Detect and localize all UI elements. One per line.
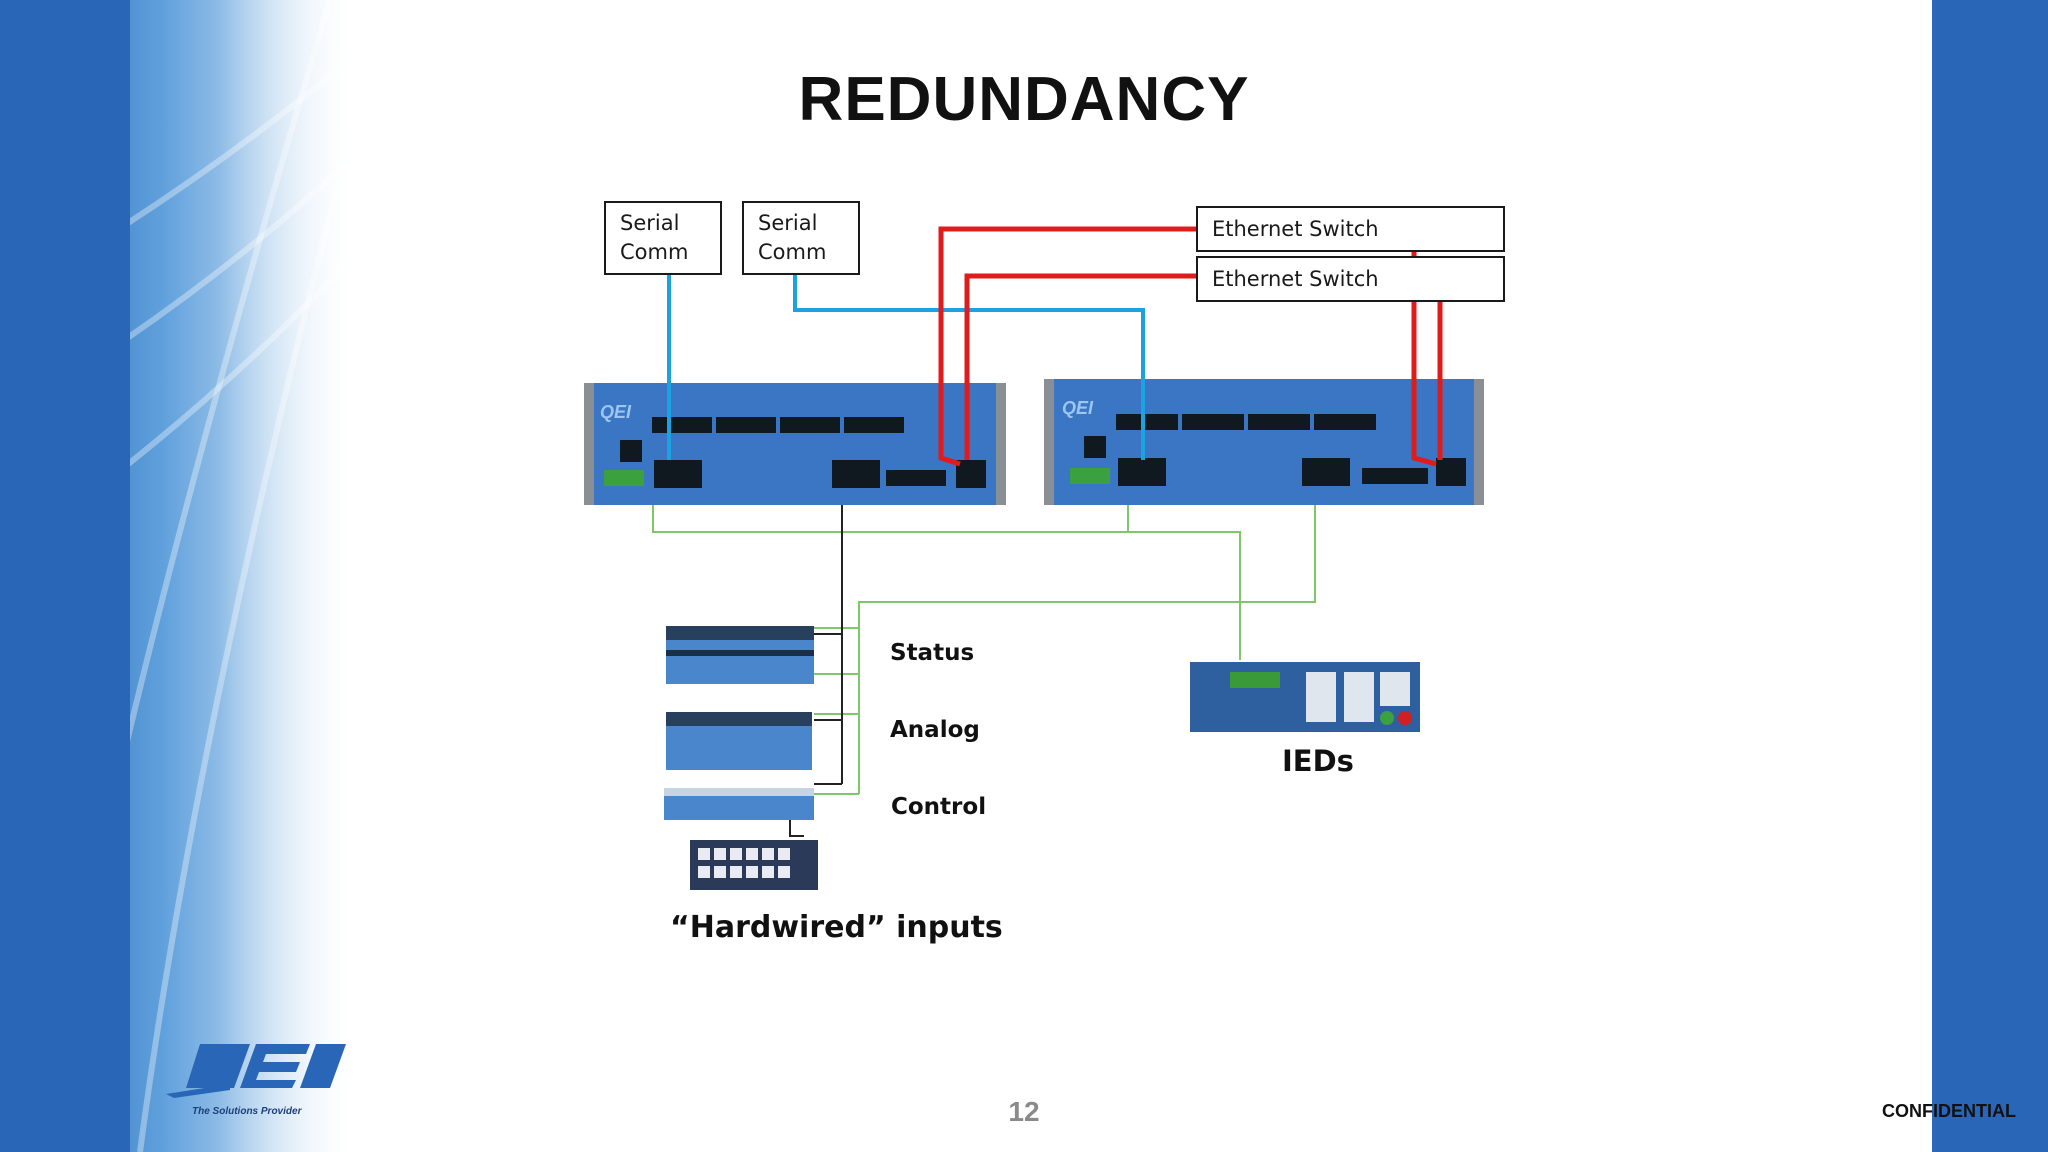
status-label: Status: [890, 640, 975, 666]
serial-comm-box-1: Serial Comm: [604, 201, 722, 275]
control-module: [664, 788, 814, 820]
slide-title: REDUNDANCY: [798, 65, 1250, 134]
analog-module: [666, 712, 812, 770]
svg-text:QEI: QEI: [1062, 398, 1094, 418]
page-number: 12: [1008, 1096, 1040, 1127]
ethernet-switch-1-label: Ethernet Switch: [1212, 217, 1379, 241]
rtu-unit-1: QEI: [584, 383, 1006, 505]
serial-comm-2-line1: Serial: [758, 211, 818, 235]
serial-comm-2-line2: Comm: [758, 240, 827, 264]
qei-logo: [166, 1044, 346, 1098]
status-module: [666, 626, 814, 684]
ethernet-switch-box-1: Ethernet Switch: [1196, 206, 1505, 252]
ieds-label: IEDs: [1282, 744, 1354, 778]
hardwired-label: “Hardwired” inputs: [670, 910, 1003, 945]
serial-comm-1-line2: Comm: [620, 240, 689, 264]
serial-comm-box-2: Serial Comm: [742, 201, 860, 275]
ethernet-switch-box-2: Ethernet Switch: [1196, 256, 1505, 302]
ied-device: [1190, 662, 1420, 732]
ethernet-switch-2-label: Ethernet Switch: [1212, 267, 1379, 291]
confidential-label: CONFIDENTIAL: [1882, 1101, 2016, 1121]
rtu-unit-2: QEI: [1044, 379, 1484, 505]
svg-text:QEI: QEI: [600, 402, 632, 422]
control-label: Control: [891, 794, 987, 820]
analog-label: Analog: [890, 717, 980, 743]
serial-comm-1-line1: Serial: [620, 211, 680, 235]
logo-tagline: The Solutions Provider: [192, 1106, 302, 1117]
hardwired-terminal-block: [690, 840, 818, 890]
